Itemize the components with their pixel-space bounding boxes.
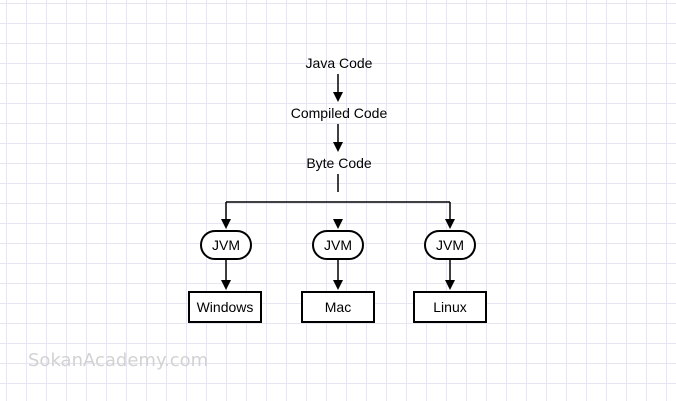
watermark: SokanAcademy.com [28, 350, 209, 371]
node-windows: Windows [188, 291, 262, 323]
arrowhead-jvm-linux [445, 219, 455, 229]
node-jvm-linux: JVM [424, 230, 476, 260]
arrowhead-jvm-windows [221, 219, 231, 229]
node-mac: Mac [301, 291, 375, 323]
node-jvm-mac: JVM [312, 230, 364, 260]
arrowhead-windows [221, 280, 231, 290]
node-byte-code: Byte Code [306, 155, 372, 171]
arrowhead-linux [445, 280, 455, 290]
node-compiled-code: Compiled Code [290, 105, 388, 121]
node-linux: Linux [413, 291, 487, 323]
arrowhead-compiled [333, 92, 343, 102]
arrowhead-mac [333, 280, 343, 290]
node-jvm-windows: JVM [200, 230, 252, 260]
arrowhead-jvm-mac [333, 219, 343, 229]
arrowhead-byte [333, 142, 343, 152]
node-java-code: Java Code [305, 55, 373, 71]
